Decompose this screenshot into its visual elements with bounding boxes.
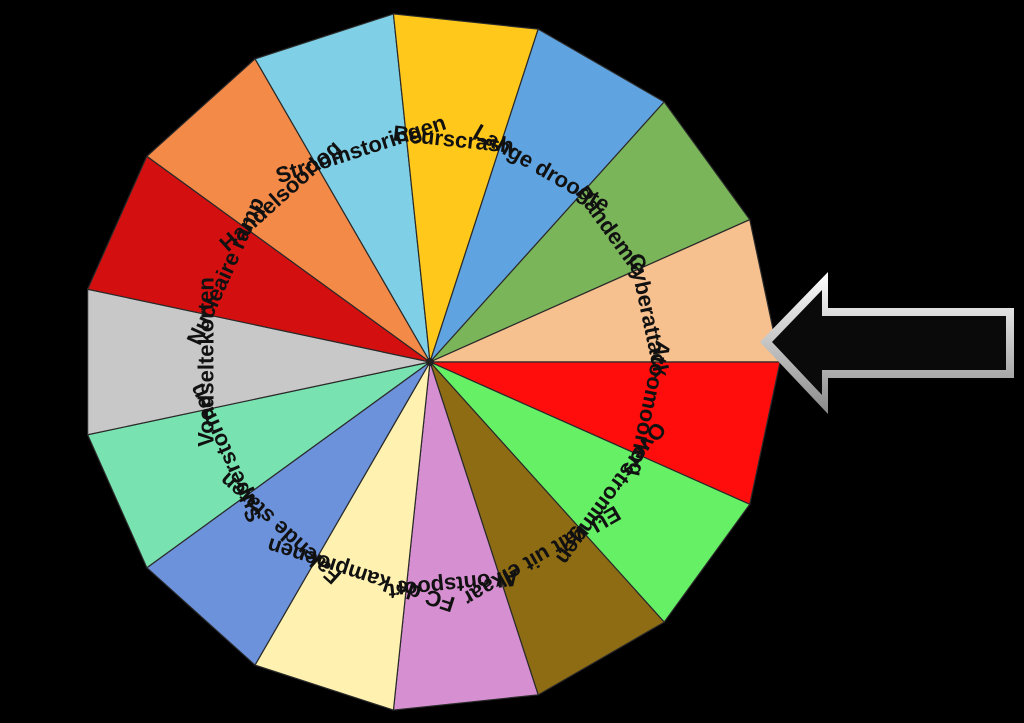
wheel-segment-label: Voedseltekorten <box>194 277 219 447</box>
wheel-segment <box>145 57 431 363</box>
wheel-hub <box>426 358 434 366</box>
arrow-left-icon <box>760 272 1014 414</box>
wheel-segments <box>86 13 781 711</box>
